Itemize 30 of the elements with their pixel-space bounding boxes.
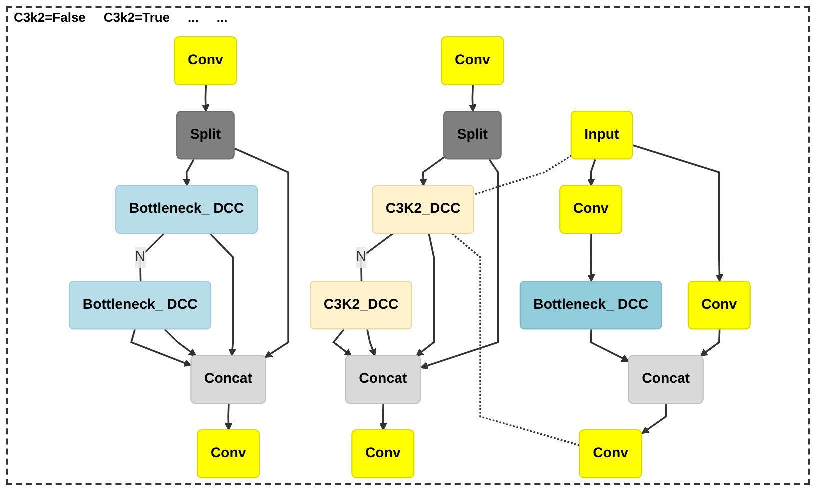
connector — [474, 154, 572, 196]
arrow — [469, 85, 477, 112]
arrow — [366, 329, 376, 357]
panel-label: ... — [188, 10, 199, 25]
edge-label: N — [135, 250, 146, 265]
arrow — [416, 234, 435, 357]
arrow — [379, 404, 388, 431]
arrow — [130, 329, 192, 367]
connector — [360, 233, 394, 282]
connector — [139, 233, 165, 282]
arrow — [183, 159, 195, 187]
arrow — [224, 404, 233, 431]
connector — [452, 233, 580, 446]
arrow — [332, 329, 352, 357]
arrow — [632, 144, 724, 282]
arrow — [420, 159, 500, 370]
panel-label: C3k2=True — [104, 10, 170, 25]
panel-label: ... — [216, 10, 228, 25]
panel-label: C3k2=False — [14, 10, 86, 25]
arrow — [590, 330, 630, 362]
arrow — [202, 85, 210, 112]
arrow — [164, 329, 197, 357]
arrow — [642, 404, 668, 434]
edge-label: N — [356, 250, 366, 265]
arrow — [210, 233, 237, 357]
arrow — [700, 330, 721, 357]
arrow — [588, 234, 596, 282]
arrow — [234, 148, 290, 358]
arrow — [420, 156, 446, 187]
arrow — [587, 159, 596, 187]
